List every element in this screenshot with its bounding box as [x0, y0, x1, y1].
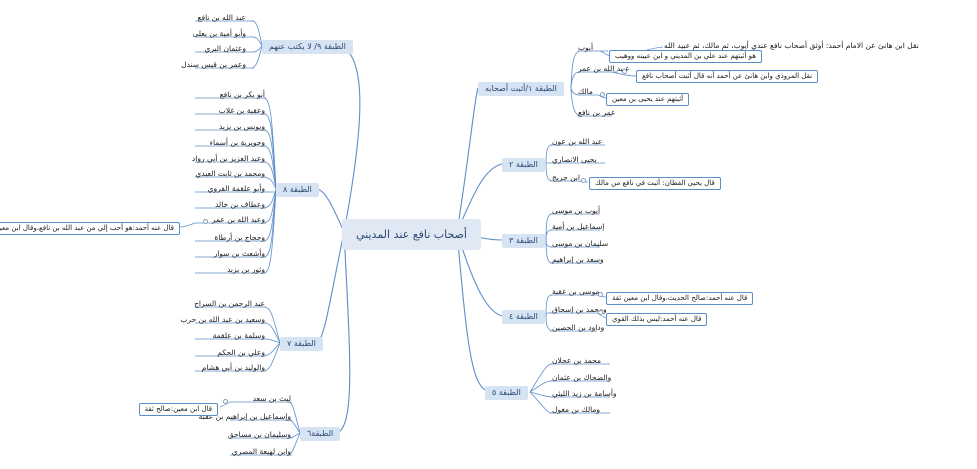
t3-item[interactable]: سليمان بن موسى: [552, 239, 609, 248]
t2-item[interactable]: ابن جريج: [552, 173, 580, 182]
t3-item[interactable]: وسعد بن إبراهيم: [552, 255, 604, 264]
t8-item[interactable]: وثور بن يزيد: [226, 265, 265, 274]
branch-tier-7[interactable]: الطبقة ٧: [280, 337, 323, 351]
t5-item[interactable]: والضحاك بن عثمان: [552, 373, 612, 382]
t4-item[interactable]: ومحمد بن إسحاق: [552, 305, 607, 314]
branch-tier-3[interactable]: الطبقة ٣: [502, 234, 545, 248]
t5-item[interactable]: محمد بن عجلان: [552, 356, 601, 365]
note-marker-icon[interactable]: [622, 69, 627, 74]
t5-item[interactable]: ومالك بن مغول: [552, 405, 601, 414]
branch-tier-4[interactable]: الطبقة ٤: [502, 310, 545, 324]
t2-item[interactable]: يحيى الانصاري: [552, 155, 597, 164]
t8-item[interactable]: وجويرية بن أسماء: [209, 138, 265, 147]
note-marker-icon[interactable]: [581, 178, 586, 183]
t9-item[interactable]: وعثمان البري: [204, 44, 246, 53]
t1-note-ayyub[interactable]: هو أثبتهم عند علي بن المديني و ابن عيينه…: [609, 50, 762, 63]
branch-tier-2[interactable]: الطبقة ٢: [502, 158, 545, 172]
note-marker-icon[interactable]: [598, 310, 603, 315]
t6-note-laith[interactable]: قال ابن معين:صالح ثقة: [138, 403, 218, 416]
t8-item[interactable]: وعطاف بن خالد: [214, 200, 265, 209]
t3-item[interactable]: إسماعيل بن أمية: [552, 222, 605, 231]
sub-connectors: [195, 20, 618, 456]
t1-outer-note[interactable]: نقل ابن هانئ عن الامام أحمد: أوثق أصحاب …: [664, 41, 919, 50]
t6-item[interactable]: ليث بن سعد: [252, 394, 291, 403]
t8-note-abdullah-umar[interactable]: قال عنه أحمد:هو أحب إلي من عبد الله بن ن…: [0, 222, 180, 235]
t6-item[interactable]: وسليمان بن مساحق: [227, 430, 291, 439]
t7-item[interactable]: عبد الرحمن بن السراج: [194, 299, 265, 308]
t8-item[interactable]: ويونس بن يزيد: [218, 122, 265, 131]
t6-item[interactable]: وابن لهيعة المصري: [231, 447, 291, 456]
t8-item[interactable]: وعبد العزيز بن أبي رواد: [191, 154, 265, 163]
t7-item[interactable]: وسعيد بن عبد الله بن حرب: [180, 315, 265, 324]
t8-item[interactable]: وعقبة بن غلاب: [218, 106, 265, 115]
t7-item[interactable]: والوليد بن أبي هشام: [201, 363, 265, 372]
note-marker-icon[interactable]: [598, 292, 603, 297]
t9-item[interactable]: وأبو أمية بن يعلى: [192, 29, 246, 38]
note-marker-icon[interactable]: [203, 219, 208, 224]
t5-item[interactable]: وأسامة بن زيد الليثي: [552, 389, 617, 398]
t1-item-ayyub[interactable]: أيوب: [578, 43, 594, 52]
t4-item[interactable]: وداود بن الحصين: [552, 323, 605, 332]
t9-item[interactable]: وعمر بن قيس سندل: [181, 60, 246, 69]
t8-item[interactable]: وأبو علقمة الفروي: [207, 184, 265, 193]
branch-tier-5[interactable]: الطبقة ٥: [485, 386, 528, 400]
t1-item-umar[interactable]: عمر بن نافع: [578, 108, 616, 117]
t1-item-ubaidullah[interactable]: عبيد الله بن عمر: [578, 64, 630, 73]
t1-note-malik[interactable]: أثبتهم عند يحيى بن معين: [606, 93, 690, 106]
branch-tier-8[interactable]: الطبقة ٨: [276, 183, 319, 197]
t4-note-musa[interactable]: قال عنه أحمد:صالح الحديث،وقال ابن معين ث…: [606, 292, 754, 305]
t4-item[interactable]: موسى بن عقبة: [552, 287, 600, 296]
branch-tier-9[interactable]: الطبقة ٩/ لا يكتب عنهم: [262, 40, 353, 54]
t8-item[interactable]: أبو بكر بن نافع: [219, 90, 265, 99]
t1-note-ubaidullah[interactable]: نقل المروذي وابن هانئ عن أحمد أنه قال أث…: [636, 70, 819, 83]
t3-item[interactable]: أيوب بن موسى: [552, 206, 601, 215]
t8-item[interactable]: ومحمد بن ثابت العبدي: [195, 169, 265, 178]
t7-item[interactable]: وعلي بن الحكم: [217, 348, 265, 357]
note-marker-icon[interactable]: [223, 399, 228, 404]
note-marker-icon[interactable]: [600, 92, 605, 97]
t1-item-malik[interactable]: مالك: [578, 87, 593, 96]
note-connectors: [179, 46, 664, 408]
t4-note-ishaq[interactable]: قال عنه أحمد:ليس بذلك القوي: [606, 313, 708, 326]
branch-tier-1[interactable]: الطبقة ١/أثبت أصحابه: [478, 82, 564, 96]
t6-item[interactable]: وإسماعيل بن إبراهيم بن عقبة: [198, 412, 291, 421]
branch-tier-6[interactable]: الطبقة٦: [300, 427, 341, 441]
t7-item[interactable]: وسلمة بن علقمة: [212, 331, 265, 340]
root-node[interactable]: أصحاب نافع عند المديني: [342, 219, 481, 250]
t2-item[interactable]: عبد الله بن عون: [552, 137, 603, 146]
t8-item[interactable]: وأشعث بن سوار: [213, 249, 265, 258]
t8-item[interactable]: وحجاج بن أرطاة: [214, 233, 265, 242]
t2-note-ibn-juraij[interactable]: قال يحيى القطان: أثبت في نافع من مالك: [589, 177, 721, 190]
t9-item[interactable]: عبد الله بن نافع: [197, 13, 246, 22]
t8-item[interactable]: وعبد الله بن عمر: [211, 215, 265, 224]
